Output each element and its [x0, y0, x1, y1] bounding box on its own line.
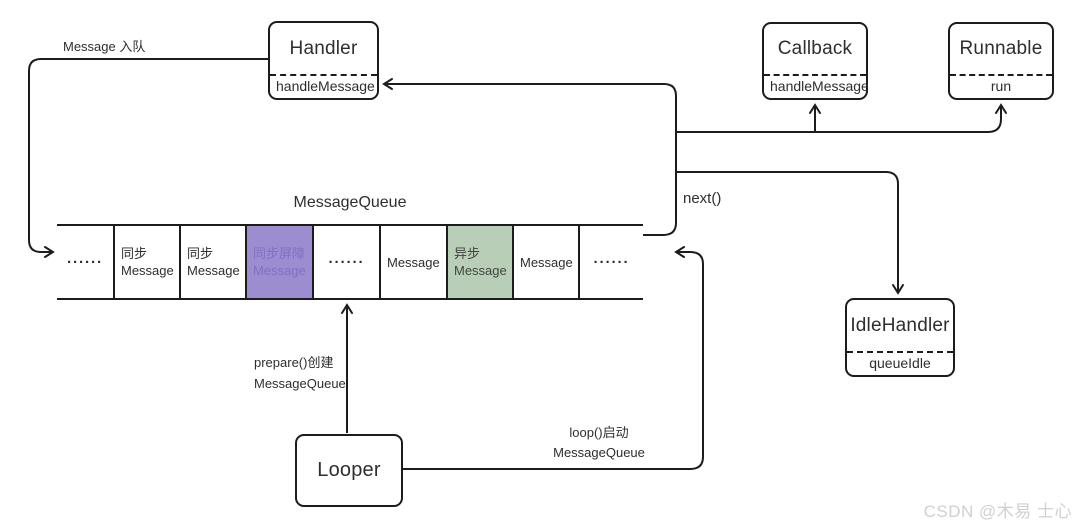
csdn-watermark: CSDN @木易 士心 — [923, 502, 1072, 521]
wire-to-runnable-arrow — [675, 103, 1007, 133]
runnable-box: Runnable run — [948, 22, 1054, 100]
handler-method: handleMessage — [270, 74, 377, 98]
wire-enqueue-arrow — [28, 58, 268, 258]
label-loop-start: loop()启动 MessageQueue — [553, 425, 645, 460]
queue-cell-dots-middle: ······ — [312, 226, 379, 298]
queue-cell-sync-message-1: 同步 Message — [113, 226, 179, 298]
wire-loop-start-arrow — [403, 246, 704, 470]
idlehandler-title: IdleHandler — [850, 314, 950, 336]
callback-method: handleMessage — [764, 74, 869, 98]
message-queue-band: ······ 同步 Message 同步 Message 同步屏障 Messag… — [57, 224, 643, 300]
queue-cell-sync-message-2: 同步 Message — [179, 226, 245, 298]
queue-cell-message-2: Message — [512, 226, 578, 298]
messagequeue-title: MessageQueue — [293, 194, 407, 211]
queue-cell-dots-left: ······ — [67, 253, 103, 271]
wire-next-to-handler-arrow — [382, 78, 677, 236]
runnable-method: run — [950, 74, 1052, 98]
handler-box: Handler handleMessage — [268, 21, 379, 100]
looper-box: Looper — [295, 434, 403, 507]
queue-cell-message-1: Message — [379, 226, 446, 298]
queue-cell-dots-right: ······ — [578, 226, 643, 298]
callback-box: Callback handleMessage — [762, 22, 869, 100]
idlehandler-method: queueIdle — [847, 351, 953, 375]
callback-title: Callback — [777, 38, 853, 59]
wire-to-idlehandler-arrow — [675, 171, 904, 295]
label-next: next() — [683, 190, 722, 207]
queue-cell-async-message: 异步 Message — [446, 226, 512, 298]
looper-title: Looper — [317, 459, 381, 481]
label-message-enqueue: Message 入队 — [63, 39, 146, 54]
label-prepare-create: prepare()创建 MessageQueue — [254, 355, 346, 391]
runnable-title: Runnable — [959, 38, 1043, 59]
idlehandler-box: IdleHandler queueIdle — [845, 298, 955, 377]
handler-title: Handler — [289, 37, 358, 59]
queue-cell-sync-barrier: 同步屏障 Message — [245, 226, 312, 298]
